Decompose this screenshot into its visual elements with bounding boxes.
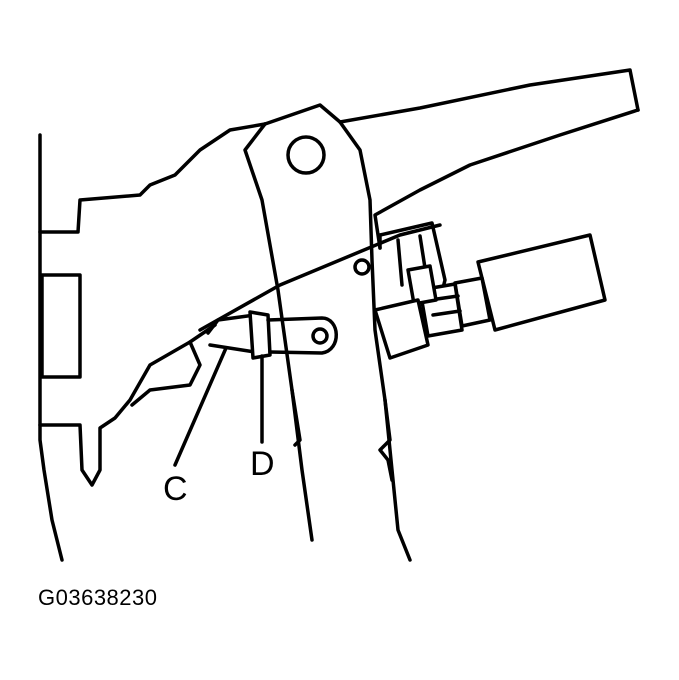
mounting-hole: [353, 258, 371, 276]
brake-pedal-arm: [243, 103, 412, 562]
figure-id: G03638230: [38, 585, 158, 610]
pivot-hole: [286, 135, 326, 175]
stop-lamp-switch: [373, 233, 607, 360]
bracket-edge: [198, 223, 442, 332]
clevis-pushrod: [206, 310, 338, 360]
callout-c: C: [163, 470, 188, 508]
leader-line-c: [173, 346, 228, 467]
pedal-bracket-housing: [38, 68, 640, 562]
callout-d: D: [250, 445, 275, 483]
bracket-slot: [40, 273, 82, 379]
